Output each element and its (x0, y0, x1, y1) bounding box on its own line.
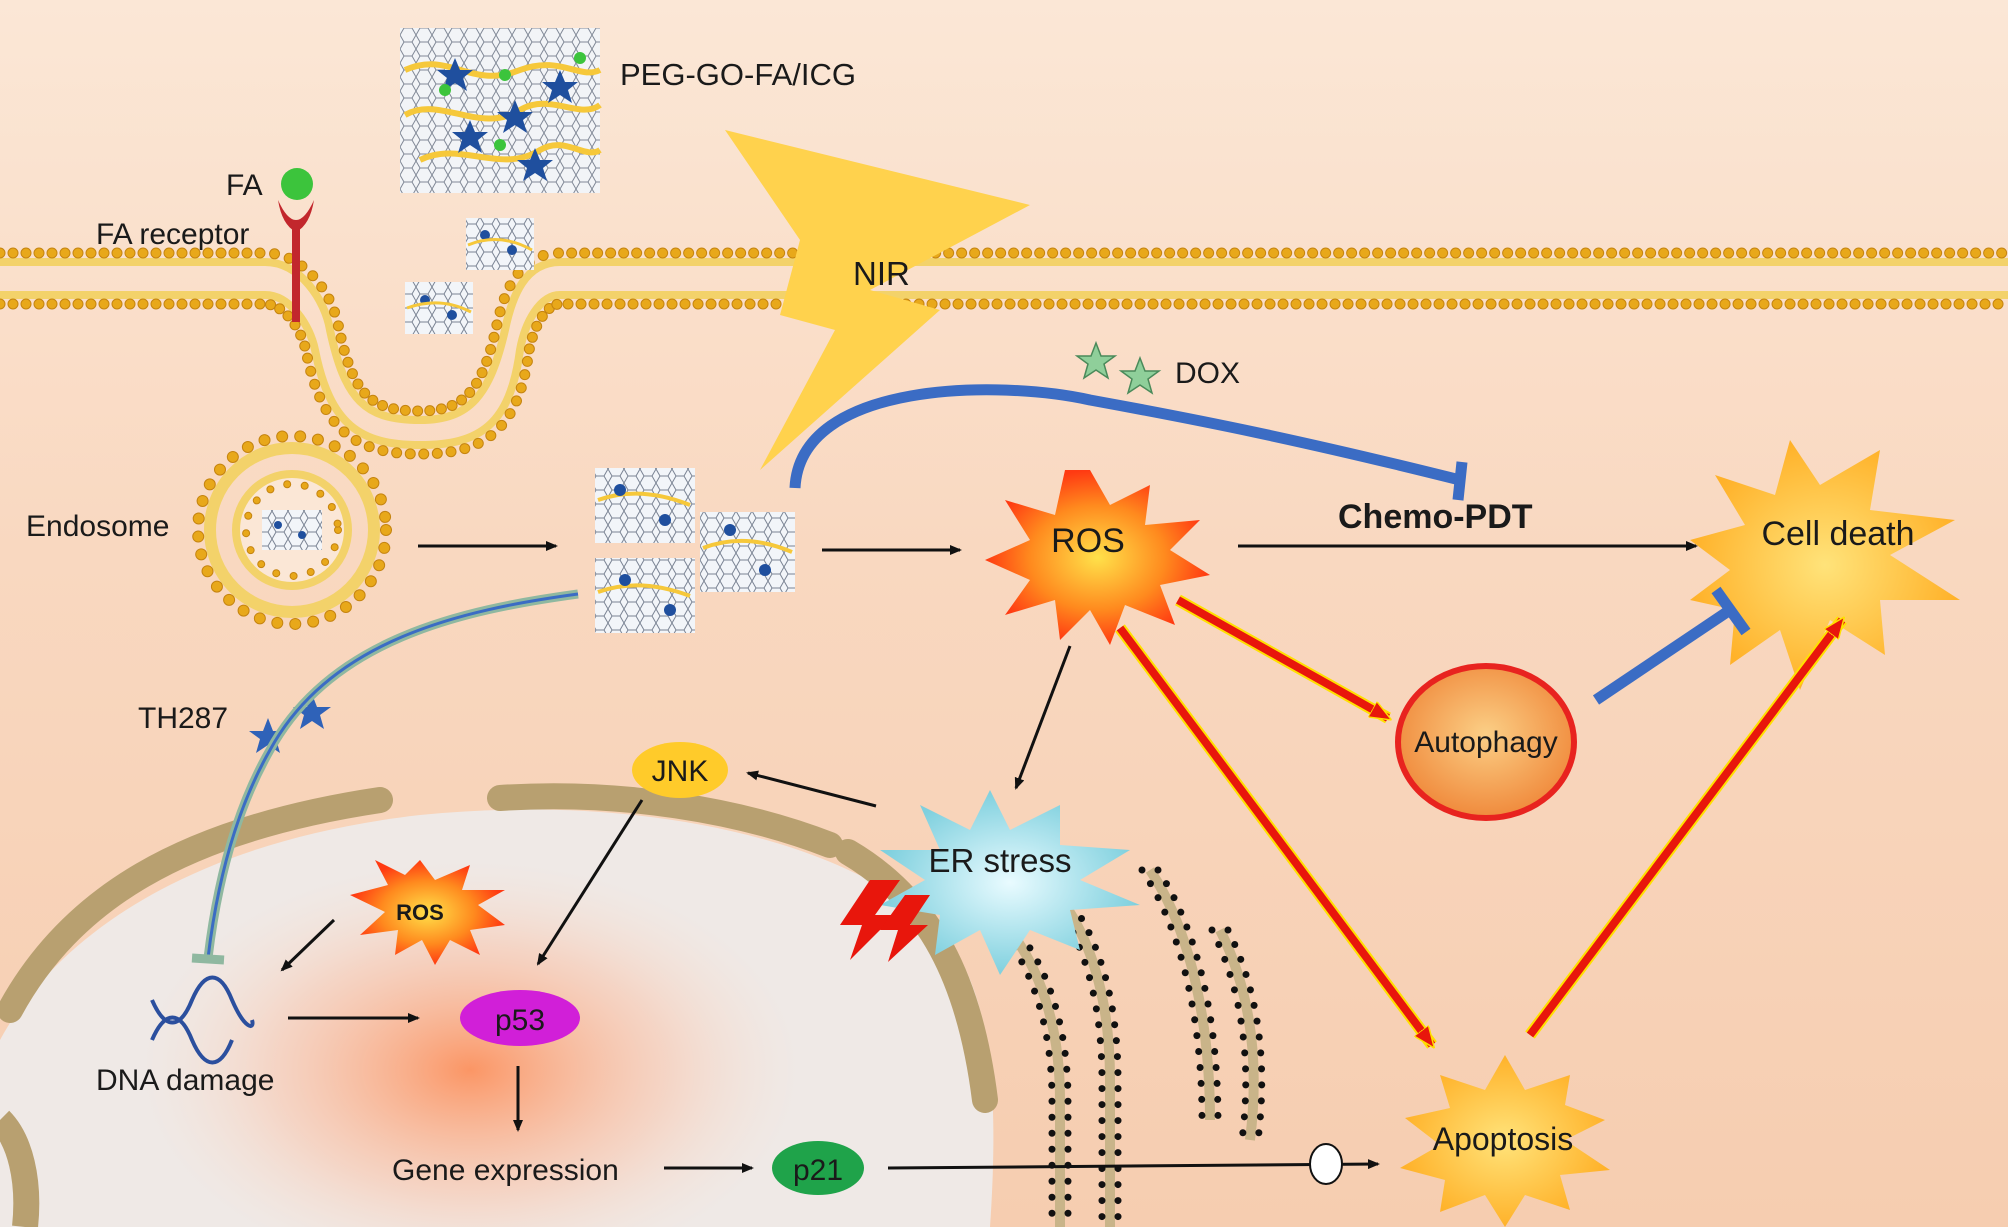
arrow-ros-to-er-stress (1014, 645, 1072, 790)
dox-inhibition-arc (789, 384, 1468, 501)
arrow-ros-to-apoptosis-core (1116, 625, 1432, 1045)
dox-label: DOX (1175, 357, 1240, 390)
nanocarrier-label: PEG-GO-FA/ICG (620, 57, 856, 92)
go-cluster-icon (595, 468, 795, 633)
cell-death-label: Cell death (1761, 515, 1914, 553)
membrane-tail-upper (0, 258, 2008, 425)
fa-label: FA (226, 169, 263, 202)
fa-ligand-icon (281, 168, 313, 200)
endosome-label: Endosome (26, 510, 169, 543)
ros-nucleus-label: ROS (396, 900, 444, 925)
pore-icon (1309, 1143, 1343, 1185)
membrane-tail-lower (0, 291, 2008, 450)
p53-icon (460, 990, 580, 1046)
ros-burst-icon (985, 470, 1210, 645)
er-stress-burst-icon (880, 790, 1140, 975)
dna-helix-icon (150, 975, 255, 1065)
arrow-er-to-jnk (746, 770, 877, 808)
endosome-icon (192, 430, 392, 630)
cell-death-burst-icon (1690, 440, 1960, 690)
arrow-apoptosis-to-cell-death-core (1526, 620, 1842, 1038)
autophagy-inhibit-arrow (1592, 586, 1751, 705)
stress-lightning-icon (840, 880, 930, 962)
er-stress-label: ER stress (928, 842, 1071, 879)
arrow-ros-to-dna (280, 918, 336, 972)
apoptosis-burst-icon (1400, 1055, 1610, 1227)
go-particle-icon (405, 218, 534, 334)
autophagy-icon (1395, 663, 1577, 821)
chemo-pdt-label: Chemo-PDT (1338, 498, 1533, 536)
th287-label: TH287 (138, 702, 228, 735)
fa-receptor-icon (278, 200, 314, 322)
jnk-icon (632, 742, 728, 798)
autophagy-label: Autophagy (1414, 726, 1557, 759)
ros-main-label: ROS (1051, 522, 1125, 560)
th287-inhibition-curve (191, 589, 579, 965)
gene-expression-label: Gene expression (392, 1154, 619, 1187)
arrow-jnk-to-p53 (536, 799, 644, 966)
plasma-membrane (0, 247, 2008, 460)
ros-nucleus-burst-icon (350, 860, 505, 965)
jnk-label: JNK (652, 755, 709, 788)
p21-icon (772, 1141, 864, 1195)
p53-label: p53 (495, 1004, 545, 1037)
nir-label: NIR (853, 255, 910, 292)
apoptosis-label: Apoptosis (1433, 1121, 1574, 1157)
nanocarrier-icon (400, 28, 602, 193)
arrow-ros-to-autophagy-core (1176, 596, 1388, 722)
nir-lightning-icon (725, 130, 1030, 470)
arrow-p21-to-apoptosis (887, 1159, 1380, 1170)
dox-star-icon (1074, 340, 1162, 395)
fa-receptor-label: FA receptor (96, 218, 249, 251)
p21-label: p21 (793, 1154, 843, 1187)
dna-damage-label: DNA damage (96, 1064, 274, 1097)
